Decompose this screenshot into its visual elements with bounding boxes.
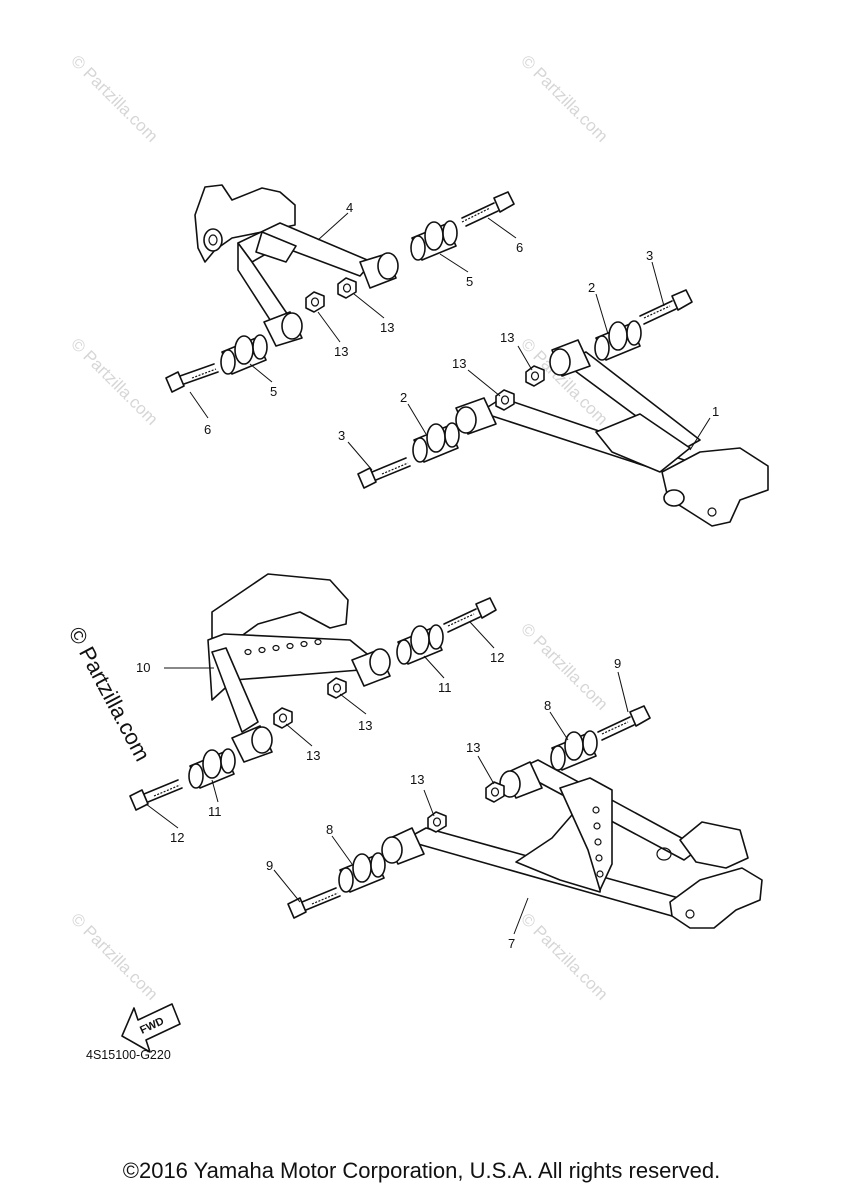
bushing-sleeve [231,725,273,763]
bushing-part-2 [412,422,460,463]
watermark: © Partzilla.com [67,51,161,145]
callout-part-13: 13 [306,748,320,763]
nut-part-13 [525,365,545,387]
bushing-part-8 [338,852,386,893]
bushing-part-11 [396,624,444,665]
callout-part-13: 13 [500,330,514,345]
watermark: © Partzilla.com [517,51,611,145]
nut-part-13 [427,811,447,833]
callout-part-13: 13 [452,356,466,371]
bushing-sleeve [455,397,497,435]
bolt-part-12 [129,779,183,811]
arm-part-1 [455,339,769,527]
bolt-part-6 [165,363,219,393]
watermark-large: © Partzilla.com [64,623,156,766]
nut-part-13 [495,389,515,411]
nut-part-13 [485,781,505,803]
callout-part-3: 3 [646,248,653,263]
callout-part-6: 6 [204,422,211,437]
callout-part-11: 11 [438,680,452,695]
arm-part-4 [194,184,399,347]
callout-part-3: 3 [338,428,345,443]
bolt-part-9 [287,887,341,919]
callout-part-5: 5 [466,274,473,289]
callout-part-8: 8 [544,698,551,713]
callout-part-13: 13 [334,344,348,359]
bracket-holes [592,806,604,878]
callout-part-8: 8 [326,822,333,837]
bushing-part-11 [188,748,236,789]
copyright-notice: ©2016 Yamaha Motor Corporation, U.S.A. A… [122,1158,721,1183]
bolt-part-3 [357,457,411,489]
callout-part-1: 1 [712,404,719,419]
leader-lines [145,212,711,935]
callout-part-10: 10 [136,660,150,675]
bushing-sleeve [359,252,399,289]
watermark: © Partzilla.com [517,909,611,1003]
callout-part-6: 6 [516,240,523,255]
bushing-sleeve [381,827,425,865]
bracket-holes [244,638,322,656]
bushing-part-5 [410,220,458,261]
callout-part-13: 13 [410,772,424,787]
bolt-part-9 [597,705,651,741]
bolt-part-3 [639,289,693,325]
callout-part-9: 9 [266,858,273,873]
watermark: © Partzilla.com [67,334,161,428]
bushing-part-8 [550,730,598,771]
callout-part-9: 9 [614,656,621,671]
bolt-part-12 [443,597,497,633]
arm-part-10 [207,573,391,763]
bushing-part-5 [220,334,268,375]
callout-part-12: 12 [490,650,504,665]
bushing-sleeve [499,761,543,799]
callout-part-2: 2 [400,390,407,405]
bushing-sleeve [351,648,391,687]
arm-part-7 [381,759,763,929]
bushing-sleeve [549,339,591,377]
callout-part-13: 13 [380,320,394,335]
bushing-part-2 [594,320,642,361]
fwd-arrow-icon: FWD [121,1003,181,1053]
callout-part-13: 13 [466,740,480,755]
callout-part-13: 13 [358,718,372,733]
nut-part-13 [305,291,325,313]
nut-part-13 [327,677,347,699]
callout-part-2: 2 [588,280,595,295]
callout-part-12: 12 [170,830,184,845]
callout-part-11: 11 [208,804,222,819]
watermark: © Partzilla.com [517,619,611,713]
bolt-part-6 [461,191,515,227]
nut-part-13 [337,277,357,299]
watermark: © Partzilla.com [67,909,161,1003]
callout-part-7: 7 [508,936,515,951]
callout-part-5: 5 [270,384,277,399]
callouts: 4 6 5 13 13 5 6 3 2 13 13 2 3 1 10 12 11… [136,200,719,951]
nut-part-13 [273,707,293,729]
bushing-sleeve [263,311,303,347]
diagram-code: 4S15100-G220 [86,1048,171,1062]
callout-part-4: 4 [346,200,353,215]
